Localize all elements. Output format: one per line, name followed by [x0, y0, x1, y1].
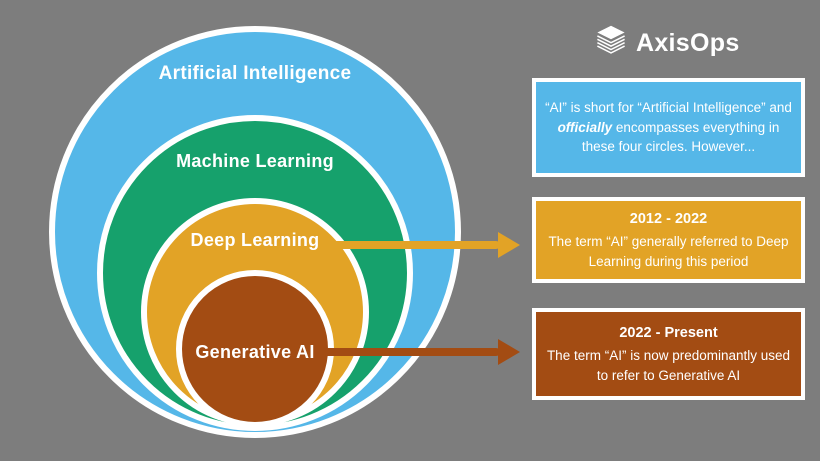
label-artificial-intelligence: Artificial Intelligence	[158, 63, 352, 84]
arrow-deep-learning-head	[498, 232, 520, 258]
logo: AxisOps	[594, 24, 740, 63]
arrow-generative-ai-head	[498, 339, 520, 365]
arrow-deep-learning-shaft	[300, 241, 500, 249]
label-machine-learning: Machine Learning	[176, 151, 334, 171]
label-deep-learning: Deep Learning	[190, 230, 320, 250]
callout-ai-definition: “AI” is short for “Artificial Intelligen…	[532, 78, 805, 177]
callout-2012-2022-body: The term “AI” generally referred to Deep…	[548, 233, 789, 269]
callout-2012-2022: 2012 - 2022 The term “AI” generally refe…	[532, 197, 805, 283]
label-generative-ai: Generative AI	[195, 342, 315, 362]
callout-2012-2022-title: 2012 - 2022	[629, 210, 708, 227]
layers-stack-icon	[594, 24, 628, 63]
callout-2022-present: 2022 - Present The term “AI” is now pred…	[532, 308, 805, 400]
arrow-generative-ai-shaft	[300, 348, 500, 356]
callout-2022-present-body: The term “AI” is now predominantly used …	[546, 347, 791, 383]
callout-2022-present-title: 2022 - Present	[619, 324, 718, 341]
callout-ai-definition-body: “AI” is short for “Artificial Intelligen…	[545, 100, 792, 155]
emphasized-word: officially	[557, 119, 613, 135]
logo-text: AxisOps	[636, 29, 740, 57]
